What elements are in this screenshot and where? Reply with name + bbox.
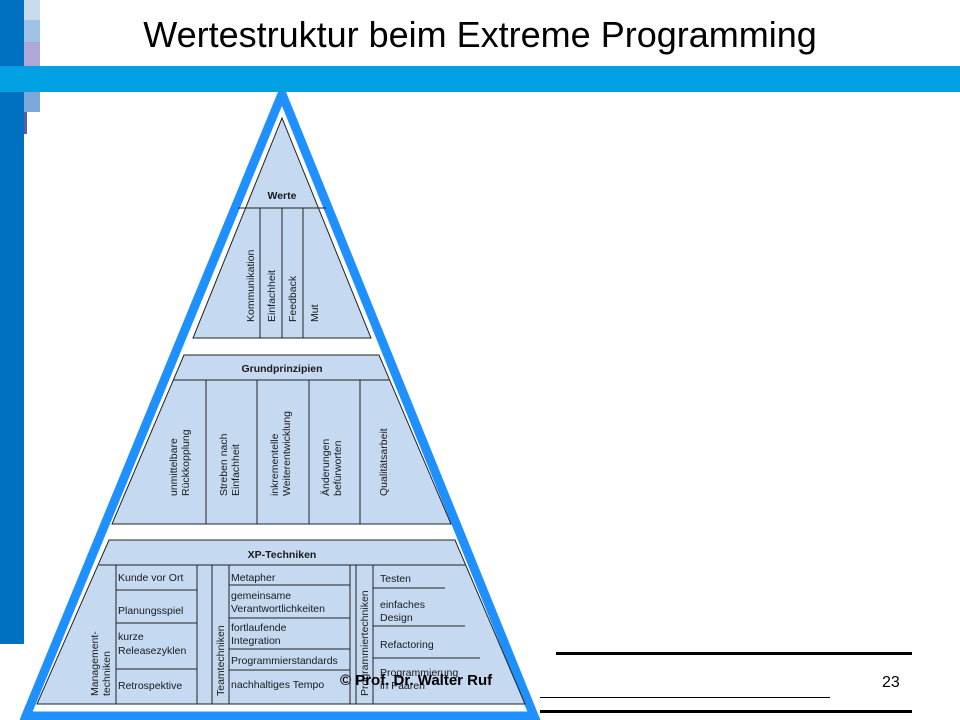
text-line: inkrementelle xyxy=(269,433,281,496)
text-line: Management- xyxy=(89,631,101,696)
werte-item: Einfachheit xyxy=(266,270,278,322)
footer-divider xyxy=(540,710,912,713)
text-line: Rückkopplung xyxy=(180,429,192,496)
management-item: Retrospektive xyxy=(118,680,182,692)
text-line: Änderungen xyxy=(320,439,332,496)
accent-square xyxy=(24,42,40,66)
management-label: Management- techniken xyxy=(89,628,113,696)
text-line: techniken xyxy=(101,651,113,696)
management-item: Releasezyklen xyxy=(118,645,186,657)
accent-square xyxy=(24,112,27,134)
slide-title: Wertestruktur beim Extreme Programming xyxy=(143,14,817,55)
management-group: Management- techniken Kunde vor Ort Plan… xyxy=(89,565,198,704)
programmier-item: in Paaren xyxy=(380,680,425,692)
grundprinzip-item: Änderungen befürworten xyxy=(320,436,344,496)
team-label: Teamtechniken xyxy=(215,625,227,696)
werte-item: Mut xyxy=(309,304,321,322)
grundprinzip-item: inkrementelle Weiterentwicklung xyxy=(269,411,293,496)
grundprinzip-item: Streben nach Einfachheit xyxy=(218,431,242,496)
management-item: Planungsspiel xyxy=(118,605,183,617)
xp-techniken-header: XP-Techniken xyxy=(248,549,317,561)
grundprinzipien-header: Grundprinzipien xyxy=(241,363,322,375)
xp-techniken-tier: XP-Techniken Management- techniken Kunde… xyxy=(36,539,526,705)
text-line: Streben nach xyxy=(218,433,230,496)
programmier-item: einfaches xyxy=(380,599,425,611)
programmier-label: Programmiertechniken xyxy=(359,590,371,696)
accent-square xyxy=(24,92,40,112)
werte-item: Feedback xyxy=(287,275,299,322)
text-line: Weiterentwicklung xyxy=(281,411,293,496)
accent-square xyxy=(24,0,40,20)
team-group: Teamtechniken Metapher gemeinsame Verant… xyxy=(211,565,351,704)
team-item: Verantwortlichkeiten xyxy=(231,603,325,615)
text-line: Qualitätsarbeit xyxy=(378,428,390,496)
page-number: 23 xyxy=(882,674,900,691)
werte-tier: Werte Kommunikation Einfachheit Feedback… xyxy=(192,116,372,339)
footer-copyright: © Prof. Dr. Walter Ruf xyxy=(340,672,493,689)
title-band xyxy=(0,66,960,92)
team-item: nachhaltiges Tempo xyxy=(231,679,324,691)
programmier-item: Programmierung xyxy=(380,667,458,679)
footer-divider xyxy=(556,652,912,655)
werte-item: Kommunikation xyxy=(245,249,257,322)
grundprinzip-item: unmittelbare Rückkopplung xyxy=(168,429,192,496)
programmier-item: Refactoring xyxy=(380,639,434,651)
left-accent-bar xyxy=(0,0,24,644)
footer-divider xyxy=(540,697,830,698)
management-item: Kunde vor Ort xyxy=(118,572,183,584)
team-item: Metapher xyxy=(231,572,276,584)
team-item: fortlaufende xyxy=(231,622,287,634)
text-line: befürworten xyxy=(332,440,344,496)
team-item: Programmierstandards xyxy=(231,655,338,667)
programmier-item: Testen xyxy=(380,573,411,585)
text-line: unmittelbare xyxy=(168,438,180,496)
programmier-item: Design xyxy=(380,612,413,624)
management-item: kurze xyxy=(118,631,144,643)
accent-square xyxy=(24,20,40,42)
team-item: Integration xyxy=(231,635,281,647)
werte-header: Werte xyxy=(268,190,297,202)
grundprinzip-item: Qualitätsarbeit xyxy=(378,428,390,496)
text-line: Einfachheit xyxy=(230,444,242,496)
team-item: gemeinsame xyxy=(231,590,291,602)
grundprinzipien-tier: Grundprinzipien unmittelbare Rückkopplun… xyxy=(111,354,452,525)
programmier-group: Programmiertechniken Testen einfaches De… xyxy=(355,565,480,704)
xp-pyramid-diagram: Werte Kommunikation Einfachheit Feedback… xyxy=(20,92,540,720)
